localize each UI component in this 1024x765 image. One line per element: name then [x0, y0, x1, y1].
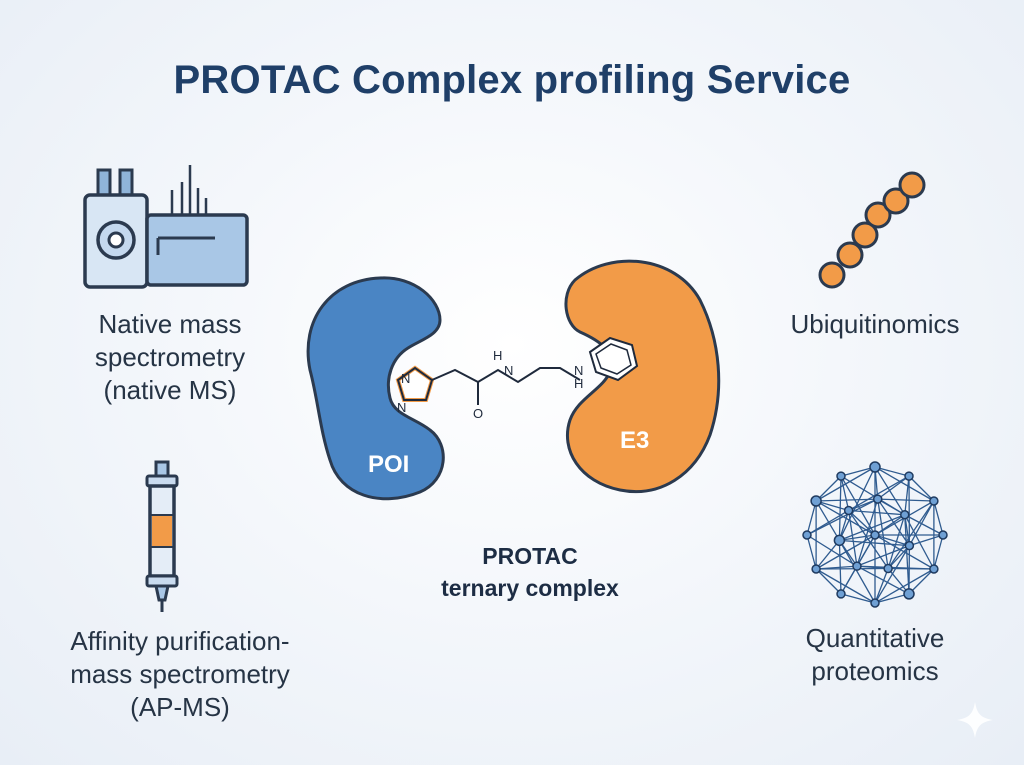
network-edge	[839, 534, 876, 541]
network-edge	[848, 510, 876, 536]
proteomics-label: Quantitative proteomics	[805, 623, 945, 686]
network-edge	[806, 498, 879, 536]
ternary-complex-diagram: N N O H N N H POI E3	[290, 240, 740, 540]
network-edge	[806, 534, 858, 567]
network-node	[872, 494, 883, 504]
network-edge	[904, 514, 911, 546]
network-node	[904, 540, 915, 551]
network-node	[811, 564, 821, 574]
network-edge	[856, 545, 910, 567]
protein-network-icon	[795, 455, 955, 615]
network-edge	[848, 510, 889, 569]
network-edge	[908, 568, 935, 595]
network-edge	[904, 514, 910, 594]
network-node	[836, 589, 846, 599]
network-node	[869, 461, 881, 473]
network-edge	[908, 475, 935, 502]
network-node	[870, 530, 880, 540]
network-edge	[874, 466, 910, 477]
network-edge	[856, 498, 879, 567]
network-edge	[874, 514, 906, 536]
atom-o: O	[473, 406, 483, 421]
network-edge	[815, 500, 840, 541]
network-node	[904, 471, 914, 481]
network-node	[852, 561, 862, 571]
network-node	[802, 530, 812, 540]
network-edge	[874, 568, 889, 604]
e3-label: E3	[620, 427, 649, 454]
atom-n1: N	[401, 371, 410, 386]
network-edge	[815, 568, 842, 595]
network-edge	[806, 500, 817, 536]
network-edge	[874, 534, 935, 570]
network-edge	[848, 475, 910, 512]
network-edge	[840, 593, 876, 604]
network-edge	[848, 509, 905, 516]
ubiquitin-chain-icon	[810, 165, 940, 295]
network-edge	[856, 534, 876, 567]
atom-n2: N	[397, 400, 406, 415]
network-node	[900, 509, 910, 520]
network-edge	[874, 568, 935, 604]
network-node	[938, 530, 948, 540]
network-edge	[839, 539, 910, 547]
atom-nh1-h: H	[493, 348, 502, 363]
network-edge	[840, 466, 876, 477]
page-title: PROTAC Complex profiling Service	[173, 58, 851, 102]
network-edge	[904, 476, 910, 515]
network-edge	[887, 545, 910, 569]
atom-nh2-h: H	[574, 376, 583, 391]
network-edge	[877, 498, 934, 502]
network-node	[810, 495, 822, 507]
network-edge	[877, 475, 910, 500]
network-edge	[816, 565, 858, 570]
network-node	[929, 496, 939, 506]
network-node	[843, 505, 854, 516]
sparkle-icon	[955, 700, 995, 740]
network-node	[833, 534, 846, 547]
native-ms-label: Native mass spectrometry (native MS)	[94, 309, 246, 405]
poi-label: POI	[368, 451, 409, 478]
network-edge	[806, 534, 817, 570]
network-edge	[877, 498, 906, 516]
network-edge	[874, 593, 910, 604]
network-edge	[848, 498, 878, 512]
network-edge	[887, 514, 906, 569]
network-edge	[904, 514, 935, 570]
network-edge	[933, 534, 944, 570]
network-edge	[874, 534, 910, 547]
network-edge	[856, 565, 910, 595]
network-edge	[839, 514, 905, 541]
network-edge	[815, 534, 876, 570]
poi-protein-shape	[306, 276, 445, 501]
network-edge	[838, 540, 876, 604]
atom-nh2-n: N	[574, 363, 583, 378]
network-edge	[933, 500, 944, 536]
network-node	[883, 563, 893, 574]
network-node	[929, 564, 939, 574]
network-edge	[840, 475, 850, 511]
network-node	[870, 598, 880, 608]
network-edge	[874, 545, 910, 604]
e3-ligase-shape	[564, 259, 721, 493]
network-edge	[874, 466, 935, 502]
mass-spectrometer-icon	[80, 160, 255, 295]
chromatography-column-icon	[140, 460, 185, 615]
network-edge	[909, 534, 944, 547]
network-edge	[856, 565, 889, 570]
network-edge	[904, 514, 944, 536]
network-node	[903, 588, 915, 600]
network-edge	[815, 500, 876, 536]
network-edge	[877, 499, 889, 569]
atom-nh1-n: N	[504, 363, 513, 378]
ubiquitinomics-label: Ubiquitinomics	[790, 309, 960, 339]
ternary-complex-caption: PROTAC ternary complex	[441, 543, 619, 601]
network-edge	[815, 539, 840, 570]
ap-ms-label: Affinity purification- mass spectrometry…	[70, 626, 290, 722]
network-edge	[815, 475, 842, 502]
network-edge	[838, 476, 842, 541]
network-node	[836, 471, 846, 481]
